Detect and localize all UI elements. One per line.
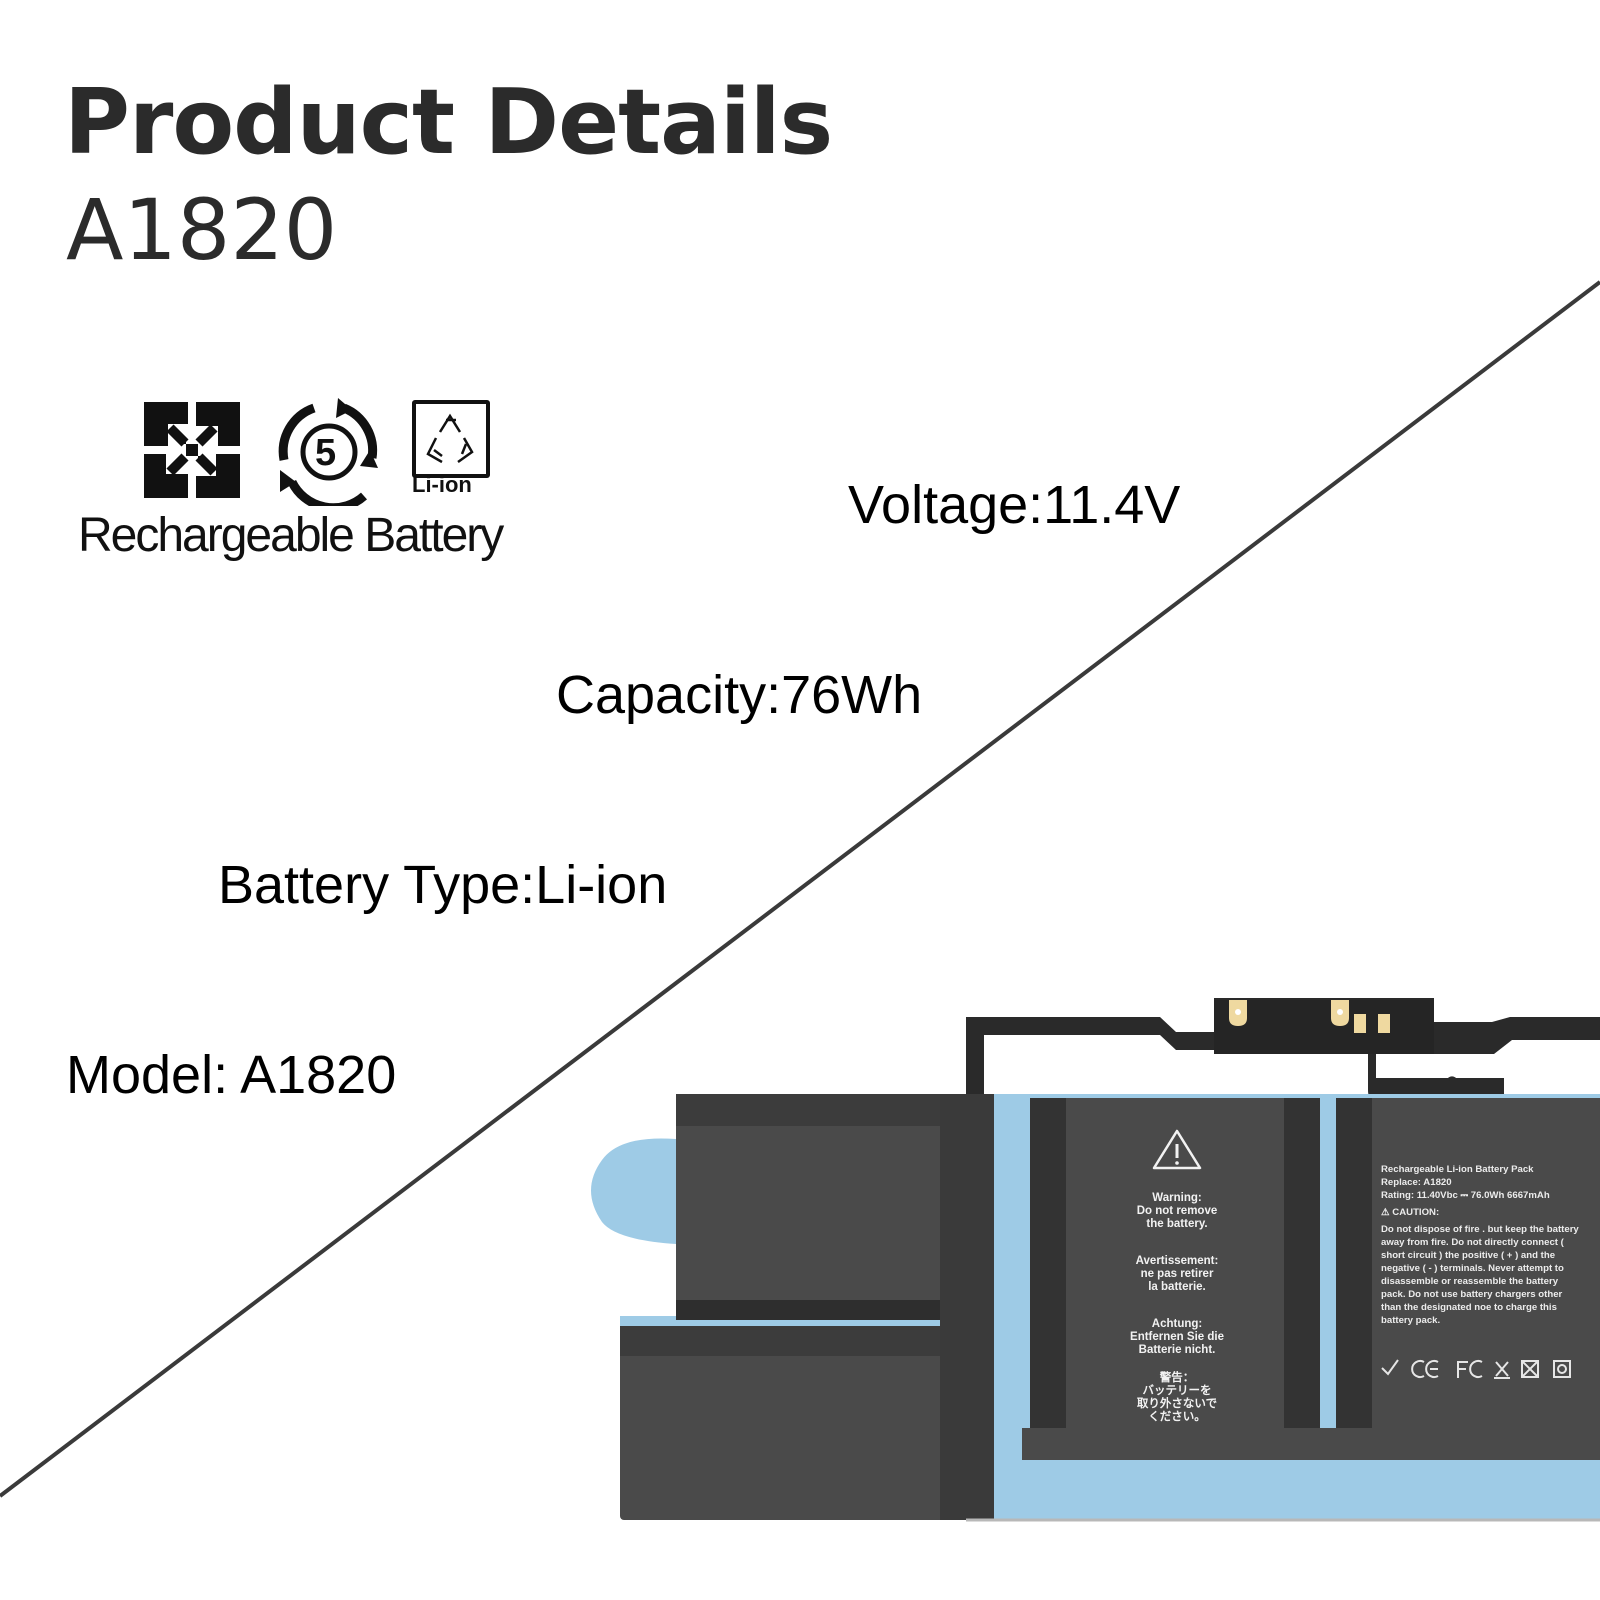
warning-en: Warning: Do not remove the battery. (1136, 1192, 1218, 1230)
pack-replace: Replace: A1820 (1381, 1177, 1452, 1188)
model-heading: A1820 (66, 181, 338, 279)
caution-icon: ⚠ (1381, 1207, 1393, 1218)
spec-voltage: Voltage:11.4V (848, 475, 1181, 535)
pack-rating: Rating: 11.40Vbc ⎓ 76.0Wh 6667mAh (1381, 1190, 1550, 1201)
spec-battery-type: Battery Type:Li-ion (218, 855, 668, 915)
pull-tab (591, 1138, 676, 1244)
battery-cell (1030, 1098, 1320, 1438)
taiwan-recycle-icon (140, 398, 244, 502)
li-ion-label: Li-ion (412, 472, 472, 497)
warning-triangle-icon (1152, 1129, 1202, 1170)
epup-number: 5 (315, 432, 337, 474)
page-title: Product Details (64, 70, 833, 175)
warning-ja: 警告： バッテリーを 取り外さないで ください。 (1136, 1372, 1218, 1423)
spec-capacity: Capacity:76Wh (556, 665, 923, 725)
battery-cell (620, 1326, 966, 1520)
battery-cell (676, 1094, 966, 1320)
contact-pad (1354, 1014, 1366, 1033)
compliance-marks (1381, 1359, 1571, 1379)
caution-text: Do not dispose of fire . but keep the ba… (1381, 1224, 1579, 1326)
pack-title: Rechargeable Li-ion Battery Pack (1381, 1164, 1534, 1175)
li-ion-recycle-icon (412, 400, 490, 478)
contact-pad (1378, 1014, 1390, 1033)
rechargeable-battery-caption: Rechargeable Battery (78, 509, 504, 562)
warning-fr: Avertissement: ne pas retirer la batteri… (1135, 1255, 1219, 1293)
battery-cell (1336, 1098, 1600, 1438)
warning-de: Achtung: Entfernen Sie die Batterie nich… (1130, 1318, 1224, 1356)
connector-board (1214, 1000, 1434, 1054)
spec-model: Model: A1820 (66, 1045, 397, 1105)
caution-heading: ⚠ CAUTION: (1381, 1207, 1440, 1218)
